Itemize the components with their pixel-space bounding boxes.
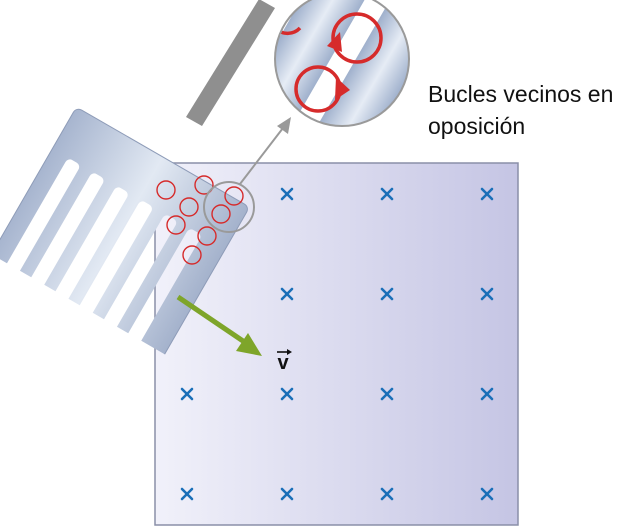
velocity-arrow-shaft	[176, 294, 245, 344]
field-cross-icon	[380, 287, 394, 301]
field-cross-icon	[480, 187, 494, 201]
magnified-eddy-loop	[331, 12, 383, 64]
eddy-loop	[194, 175, 214, 195]
field-cross-icon	[280, 387, 294, 401]
field-cross-icon	[380, 387, 394, 401]
annotation-line-2: oposición	[428, 113, 526, 139]
loop-direction-arrow	[335, 77, 350, 100]
pendulum-rod	[186, 0, 275, 126]
leader-line	[239, 127, 284, 185]
eddy-loop	[182, 245, 202, 265]
leader-arrowhead	[277, 117, 291, 134]
eddy-loop	[197, 226, 217, 246]
eddy-current-loops	[156, 175, 244, 265]
field-cross-icon	[480, 487, 494, 501]
field-cross-icon	[280, 487, 294, 501]
field-cross-icon	[480, 387, 494, 401]
velocity-arrowhead	[236, 333, 262, 356]
annotation-line-1: Bucles vecinos en	[428, 81, 614, 107]
velocity-label: v	[277, 352, 289, 374]
magnified-view	[274, 0, 410, 127]
field-cross-icon	[380, 187, 394, 201]
slotted-metal-plate	[0, 108, 248, 388]
eddy-loop	[224, 186, 244, 206]
inspection-circle	[203, 181, 255, 233]
field-cross-icon	[280, 187, 294, 201]
field-cross-icon	[180, 387, 194, 401]
field-cross-icon	[180, 487, 194, 501]
loop-direction-arrow	[327, 32, 342, 52]
eddy-loop	[166, 215, 186, 235]
eddy-loop	[179, 197, 199, 217]
field-cross-icon	[380, 487, 394, 501]
vector-bar-tip	[287, 349, 292, 355]
field-cross-icon	[280, 287, 294, 301]
eddy-loop	[156, 180, 176, 200]
field-cross-icon	[480, 287, 494, 301]
annotation-label: Bucles vecinos en oposición	[428, 78, 633, 142]
eddy-loop	[211, 204, 231, 224]
